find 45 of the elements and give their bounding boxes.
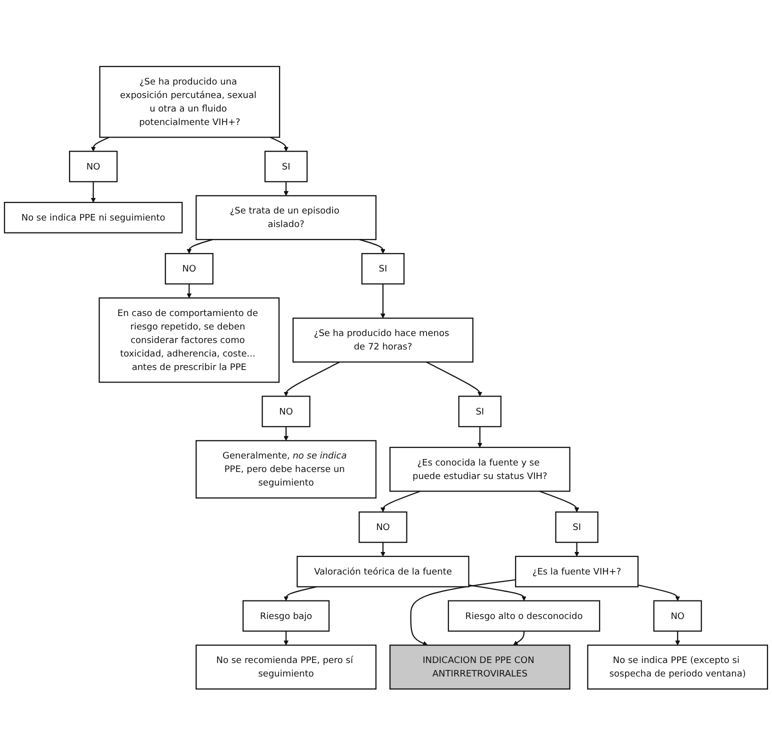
arrow [468,584,526,602]
arrow [270,137,289,152]
node-box: No se recomienda PPE, pero sí seguimiento [196,644,377,690]
arrow [186,239,213,254]
node-box: En caso de comportamiento de riesgo repetido, se deben considerar factores como toxicidad, adherencia, coste... antes de prescribir la PPE [98,298,280,384]
node-box: ¿Es conocida la fuente y se puede estudiar su status VIH? [389,447,570,492]
arrow [539,490,580,512]
arrow [90,182,96,203]
arrow [513,631,525,646]
node-box: INDICACION DE PPE CON ANTIRRETROVIRALES [389,644,570,690]
node-box: Valoración teórica de la fuente [296,556,470,588]
arrow [90,137,110,152]
node-box: SI [458,396,502,428]
arrow [380,284,386,319]
node-box: Riesgo bajo [242,600,330,632]
node-box: Generalmente, no se indica PPE, pero debe hacerse un seguimiento [196,440,377,499]
node-box: ¿Se ha producido hace menos de 72 horas? [292,318,474,363]
node-box: No se indica PPE ni seguimiento [4,202,183,234]
arrow [284,426,289,442]
node-box: NO [358,512,408,544]
arrow [477,426,482,448]
arrow [380,542,386,557]
node-box: NO [653,600,702,632]
node-box: ¿Se trata de un episodio aislado? [196,195,377,240]
arrow [426,362,482,397]
node-box: SI [361,253,405,285]
arrow [638,584,680,602]
arrow [284,362,340,397]
node-box: ¿Se ha producido una exposición percutánea, sexual u otra a un fluido potencialmente VIH+? [99,66,280,138]
node-box: ¿Es la fuente VIH+? [515,556,639,588]
arrow [186,284,192,298]
node-box: SI [555,512,598,544]
arrow [380,490,421,512]
arrow [284,182,289,196]
arrow [410,579,516,646]
arrow [284,586,317,602]
arrow [675,631,680,646]
arrow [574,542,580,557]
node-box: NO [262,396,310,428]
node-box: NO [69,151,118,182]
node-box: SI [264,151,308,182]
node-box: NO [164,253,214,285]
node-box: No se indica PPE (excepto si sospecha de periodo ventana) [587,644,768,690]
arrow [284,631,289,646]
node-box: Riesgo alto o desconocido [448,600,600,632]
